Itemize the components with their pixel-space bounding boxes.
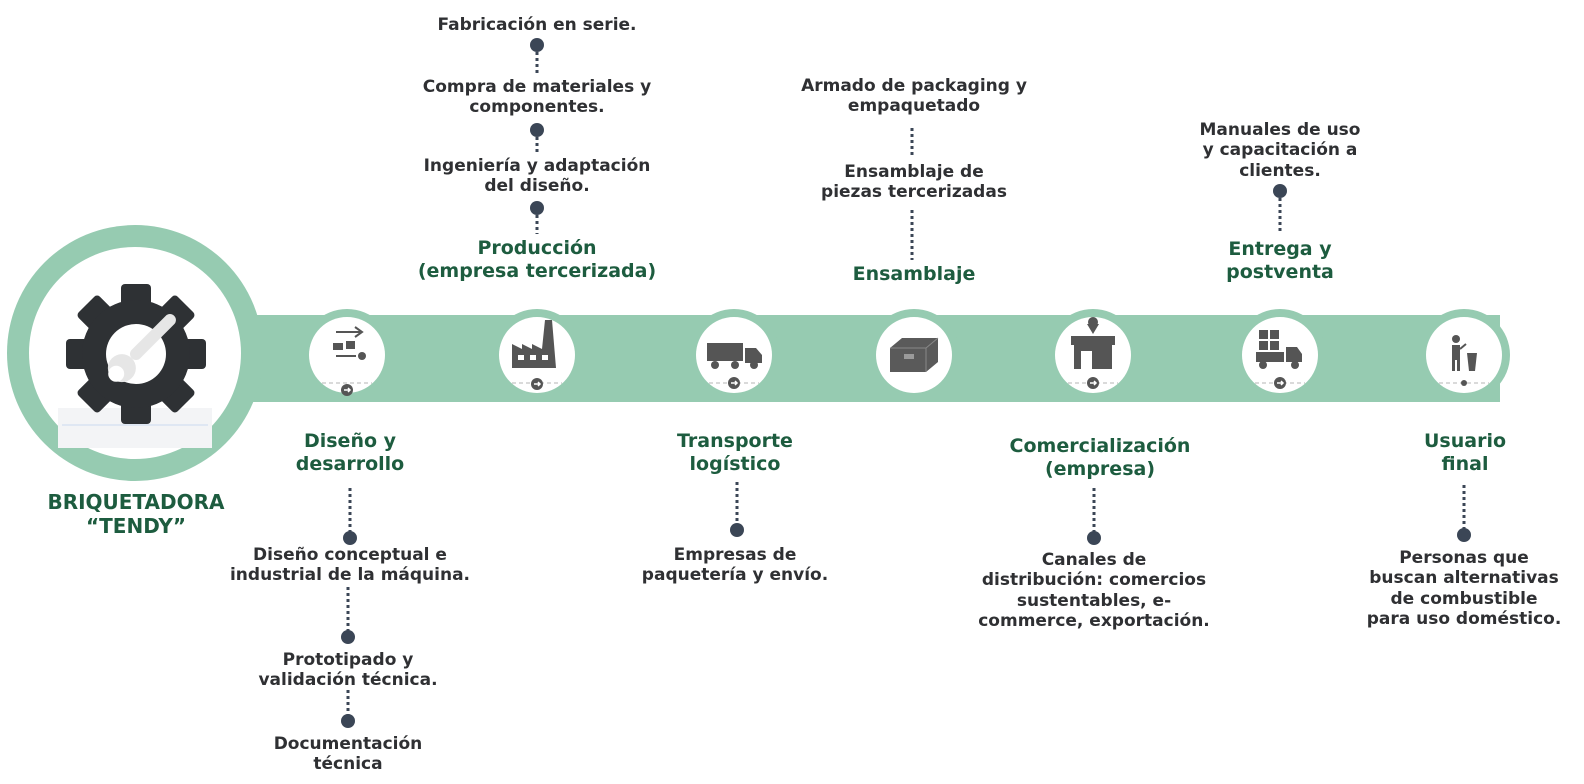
item-line: Armado de packaging y	[801, 76, 1027, 96]
stage-title-5: Comercialización (empresa)	[990, 435, 1210, 481]
item-line: Canales de	[1041, 550, 1147, 570]
stage-title-line: (empresa tercerizada)	[417, 259, 657, 282]
stage-title-line: Usuario	[1423, 430, 1507, 452]
stage-title-2: Producción (empresa tercerizada)	[392, 237, 682, 283]
machine-box-icon	[890, 337, 939, 372]
item-line: Ensamblaje de	[844, 162, 984, 182]
item-line: commerce, exportación.	[978, 611, 1210, 632]
item-line: sustentables, e-	[1016, 590, 1172, 611]
stage-title-line: Producción	[477, 237, 597, 259]
item-line: clientes.	[1239, 160, 1321, 181]
stage-title-4: Ensamblaje	[830, 263, 998, 286]
item-line: empaquetado	[847, 96, 981, 117]
stage-2-item-3: Ingeniería y adaptación del diseño.	[397, 156, 677, 197]
person-trash-icon	[1452, 335, 1477, 386]
hub-title-line-1: BRIQUETADORA	[47, 490, 225, 514]
stage-2-item-1: Fabricación en serie.	[397, 15, 677, 35]
stage-title-line: Entrega y	[1228, 238, 1332, 260]
item-line: y capacitación a	[1202, 140, 1358, 161]
item-line: Diseño conceptual e	[253, 545, 447, 565]
stage-1-item-1: Diseño conceptual e industrial de la máq…	[220, 545, 480, 586]
item-line: industrial de la máquina.	[229, 565, 471, 586]
delivery-truck-icon	[1256, 330, 1302, 389]
item-line: de combustible	[1390, 588, 1538, 609]
stage-title-7: Usuario final	[1400, 430, 1530, 476]
item-line: para uso doméstico.	[1366, 609, 1562, 630]
stage-2-item-2: Compra de materiales y componentes.	[397, 77, 677, 118]
item-line: del diseño.	[484, 176, 590, 197]
item-line: validación técnica.	[258, 670, 438, 691]
stage-1-item-3: Documentación técnica	[218, 734, 478, 775]
connector-lines	[346, 52, 1466, 721]
item-line: buscan alternativas	[1369, 568, 1559, 589]
stage-4-item-2: Ensamblaje de piezas tercerizadas	[790, 162, 1038, 203]
item-line: Ingeniería y adaptación	[423, 156, 651, 176]
item-line: Personas que	[1399, 548, 1529, 568]
stage-title-6: Entrega y postventa	[1200, 238, 1360, 284]
connector-dots	[341, 38, 1471, 728]
item-line: Documentación	[273, 734, 423, 754]
gear-wrench-icon	[66, 284, 206, 424]
stage-5-item-1: Canales de distribución: comercios suste…	[960, 550, 1228, 632]
stage-title-line: postventa	[1226, 260, 1334, 283]
item-line: distribución: comercios	[981, 570, 1207, 591]
stage-title-3: Transporte logístico	[650, 430, 820, 476]
stage-title-1: Diseño y desarrollo	[270, 430, 430, 476]
item-line: Fabricación en serie.	[437, 15, 637, 35]
stage-1-item-2: Prototipado y validación técnica.	[218, 650, 478, 691]
stage-3-item-1: Empresas de paquetería y envío.	[615, 545, 855, 586]
item-line: Empresas de	[673, 545, 797, 565]
item-line: paquetería y envío.	[641, 565, 829, 586]
item-line: Manuales de uso	[1199, 120, 1361, 140]
design-process-icon	[333, 326, 366, 396]
item-line: técnica	[313, 754, 383, 775]
hub-title-line-2: “TENDY”	[86, 514, 186, 538]
stage-6-item-1: Manuales de uso y capacitación a cliente…	[1180, 120, 1380, 181]
stage-title-line: final	[1441, 452, 1489, 475]
stage-title-line: logístico	[689, 452, 781, 475]
factory-icon	[512, 320, 556, 390]
truck-icon	[707, 343, 762, 389]
item-line: Prototipado y	[282, 650, 414, 670]
stage-4-item-1: Armado de packaging y empaquetado	[780, 76, 1048, 117]
stage-7-item-1: Personas que buscan alternativas de comb…	[1346, 548, 1582, 630]
hub-title: BRIQUETADORA “TENDY”	[30, 490, 242, 538]
stage-title-line: Ensamblaje	[852, 263, 976, 285]
item-line: componentes.	[469, 97, 605, 118]
stage-node-7	[1418, 309, 1510, 401]
stage-title-line: Transporte	[677, 430, 793, 452]
store-icon	[1071, 317, 1115, 389]
stage-title-line: Diseño y	[303, 430, 397, 452]
stage-title-line: (empresa)	[1044, 457, 1156, 480]
item-line: piezas tercerizadas	[821, 182, 1007, 203]
item-line: Compra de materiales y	[422, 77, 652, 97]
stage-title-line: Comercialización	[1009, 435, 1191, 457]
stage-title-line: desarrollo	[295, 452, 405, 475]
